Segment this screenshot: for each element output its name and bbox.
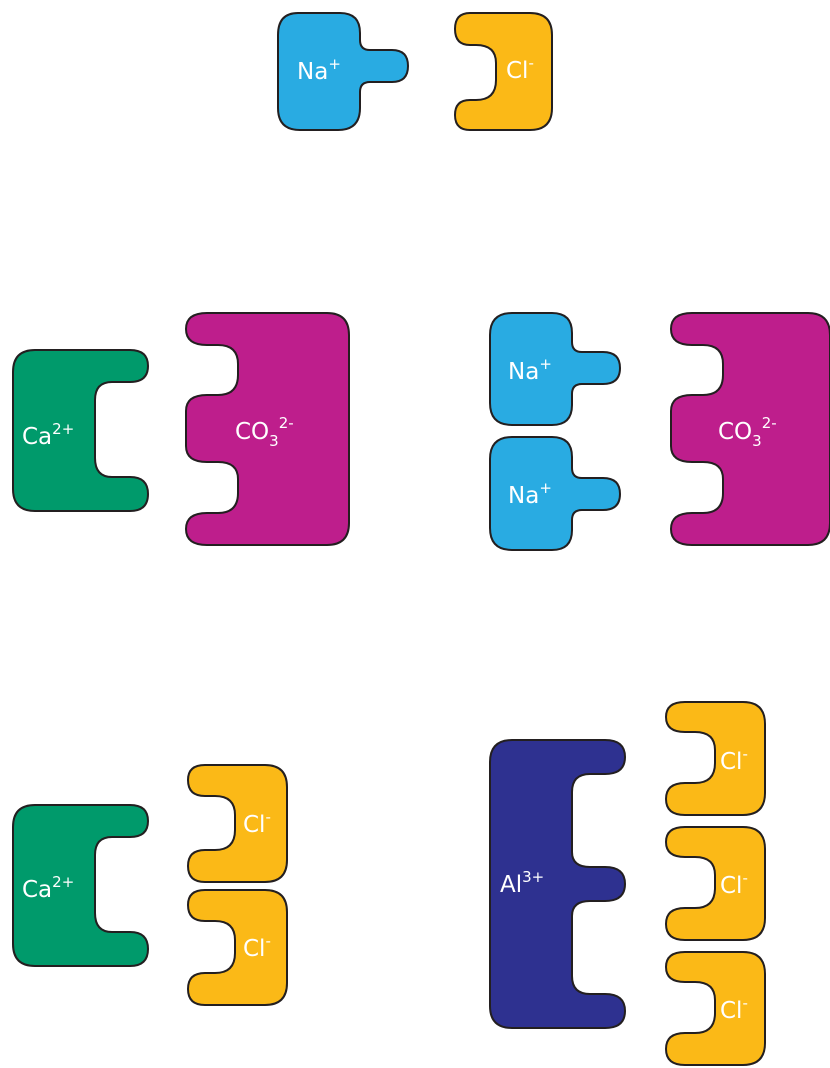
chloride-ion-piece-bottom: Cl- xyxy=(187,889,288,1006)
aluminum-ion-piece: Al3+ xyxy=(489,739,626,1029)
calcium-ion-piece: Ca2+ xyxy=(12,804,149,967)
calcium-ion-label: Ca2+ xyxy=(22,873,74,903)
carbonate-ion-label: CO32- xyxy=(235,414,294,450)
chloride-ion-piece-bottom: Cl- xyxy=(665,951,766,1066)
chloride-ion-piece-top: Cl- xyxy=(665,701,766,816)
sodium-ion-label: Na+ xyxy=(297,55,341,85)
caco3-pair: Ca2+ CO32- xyxy=(12,312,350,546)
chloride-ion-label: Cl- xyxy=(720,745,748,775)
sodium-ion-label: Na+ xyxy=(508,479,552,509)
sodium-ion-piece-bottom: Na+ xyxy=(489,436,621,551)
carbonate-ion-piece: CO32- xyxy=(185,312,350,546)
sodium-ion-piece-top: Na+ xyxy=(489,312,621,426)
sodium-ion-label: Na+ xyxy=(508,355,552,385)
carbonate-ion-piece: CO32- xyxy=(670,312,830,546)
chloride-ion-label: Cl- xyxy=(720,994,748,1024)
chloride-ion-piece-middle: Cl- xyxy=(665,826,766,941)
chloride-ion-label: Cl- xyxy=(720,869,748,899)
alcl3-group: Al3+ Cl- Cl- Cl- xyxy=(489,701,766,1066)
na2co3-group: Na+ Na+ CO32- xyxy=(489,312,830,551)
chloride-ion-label: Cl- xyxy=(243,808,271,838)
cacl2-group: Ca2+ Cl- Cl- xyxy=(12,764,288,1006)
aluminum-ion-label: Al3+ xyxy=(500,868,544,898)
nacl-pair: Na+ Cl- xyxy=(277,12,553,131)
carbonate-ion-label: CO32- xyxy=(718,414,777,450)
chloride-ion-piece: Cl- xyxy=(454,12,553,131)
chloride-ion-piece-top: Cl- xyxy=(187,764,288,883)
chloride-ion-label: Cl- xyxy=(243,932,271,962)
sodium-ion-piece: Na+ xyxy=(277,12,409,131)
calcium-ion-label: Ca2+ xyxy=(22,420,74,450)
chloride-ion-label: Cl- xyxy=(506,54,534,84)
calcium-ion-piece: Ca2+ xyxy=(12,349,149,512)
